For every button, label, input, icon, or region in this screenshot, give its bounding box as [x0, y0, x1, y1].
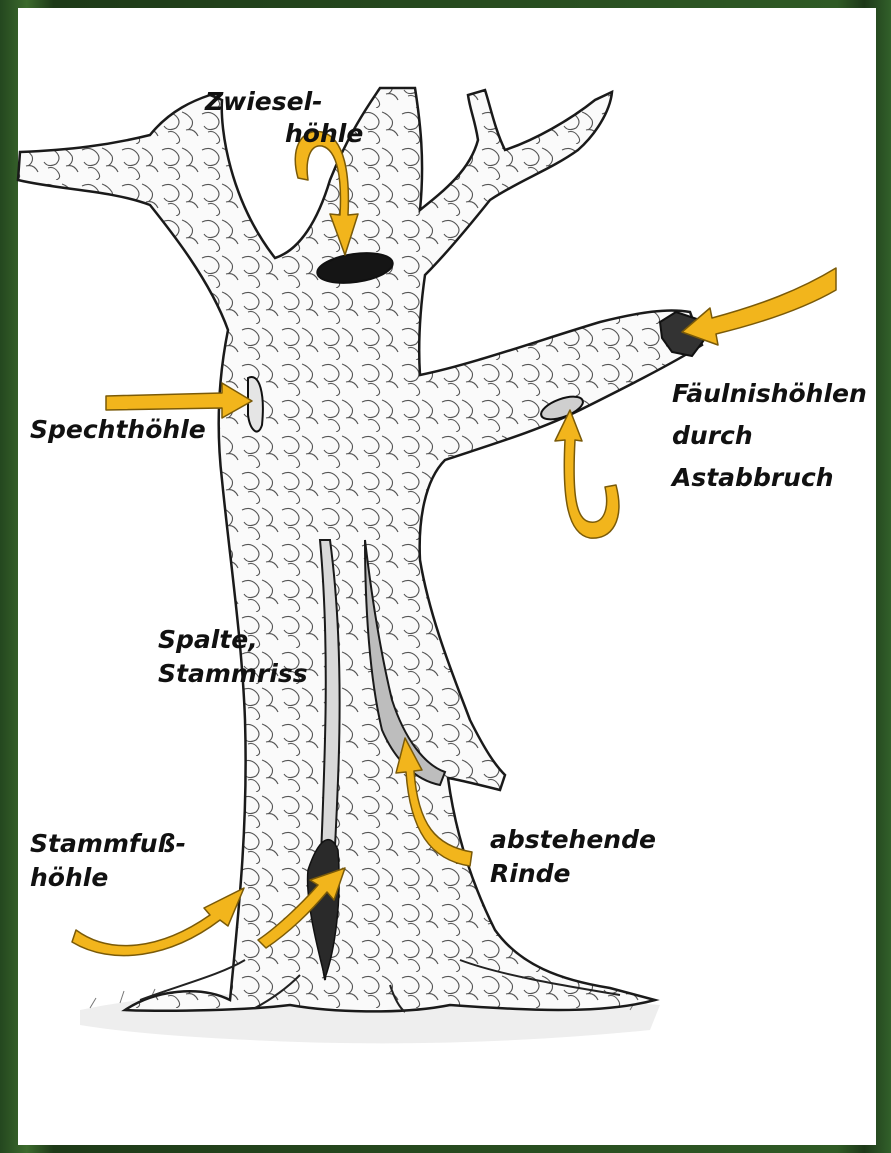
label-line: Spechthöhle	[30, 414, 206, 446]
label-line: Stammriss	[158, 658, 308, 690]
label-spechthoehle: Spechthöhle	[30, 414, 206, 446]
label-spalte-stammriss: Spalte, Stammriss	[158, 624, 308, 690]
label-abstehende-rinde: abstehende Rinde	[490, 824, 656, 890]
woodpecker-hollow	[248, 377, 263, 431]
arrow-icon	[682, 268, 836, 345]
label-line: Astabbruch	[672, 462, 867, 494]
label-line: Rinde	[490, 858, 656, 890]
arrow-icon	[106, 383, 252, 418]
arrow-icon	[72, 888, 244, 956]
label-stammfusshoehle: Stammfuß- höhle	[30, 828, 186, 894]
label-line: abstehende	[490, 824, 656, 856]
label-line: Zwiesel-	[205, 86, 363, 118]
label-zwieselhoehle: Zwiesel- höhle	[205, 86, 363, 150]
label-line: höhle	[285, 118, 363, 150]
label-line: Stammfuß-	[30, 828, 186, 860]
label-line: höhle	[30, 862, 186, 894]
arrow-icon	[555, 410, 619, 538]
label-line: durch	[672, 420, 867, 452]
label-line: Spalte,	[158, 624, 308, 656]
label-faeulnishoehlen: Fäulnishöhlen durch Astabbruch	[672, 378, 867, 494]
label-line: Fäulnishöhlen	[672, 378, 867, 410]
